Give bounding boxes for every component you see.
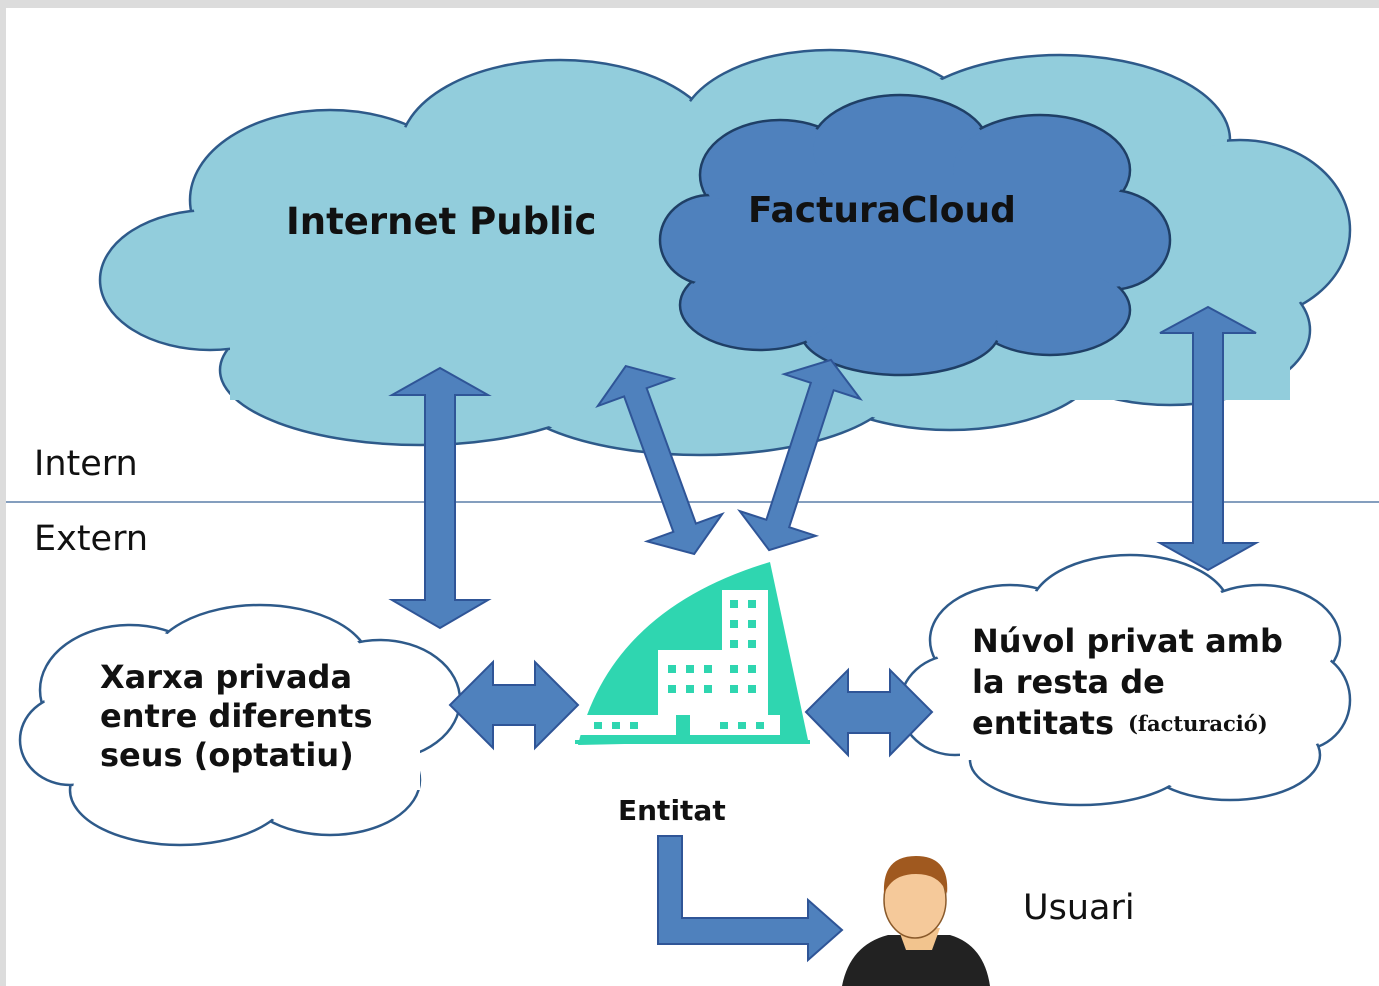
private-cloud-line1: Núvol privat amb xyxy=(972,622,1283,660)
arrow-entity-to-user xyxy=(657,835,844,963)
intern-label: Intern xyxy=(34,444,138,484)
private-network-line3: seus (optatiu) xyxy=(100,736,354,774)
arrow-private-network-to-entity xyxy=(448,659,580,751)
arrow-facturacloud-to-entity xyxy=(737,358,863,552)
building-icon xyxy=(575,562,810,745)
internet-public-label: Internet Public xyxy=(286,200,597,243)
private-cloud-line3-suffix: (facturació) xyxy=(1128,711,1268,736)
private-network-line2: entre diferents xyxy=(100,697,373,735)
user-avatar-icon xyxy=(842,856,990,986)
arrow-internet-to-private-network xyxy=(388,366,492,630)
private-cloud-line2: la resta de xyxy=(972,663,1165,701)
entity-label: Entitat xyxy=(618,794,726,827)
facturacloud-label: FacturaCloud xyxy=(748,190,1016,231)
arrow-entity-to-private-cloud xyxy=(804,667,934,758)
arrow-cloud-to-private-cloud xyxy=(1156,305,1260,572)
user-label: Usuari xyxy=(1023,888,1135,928)
extern-label: Extern xyxy=(34,519,149,559)
arrow-internet-to-entity xyxy=(595,364,725,556)
private-network-line1: Xarxa privada xyxy=(100,658,353,696)
private-cloud-line3: entitats xyxy=(972,704,1114,742)
